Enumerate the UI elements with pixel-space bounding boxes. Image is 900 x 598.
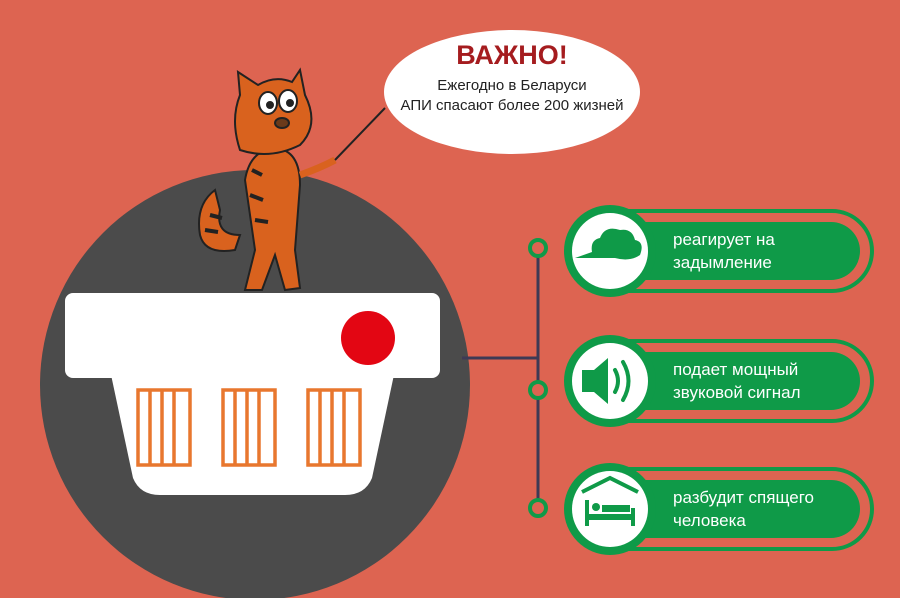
feature-text-line: подает мощный <box>673 360 798 379</box>
connector-lines <box>462 248 540 508</box>
bubble-line-2: АПИ спасают более 200 жизней <box>400 97 623 114</box>
bubble-title: ВАЖНО! <box>456 40 568 70</box>
feature-sound: подает мощный звуковой сигнал <box>564 335 874 427</box>
smoke-detector <box>65 293 440 495</box>
bubble-line-1: Ежегодно в Беларуси <box>437 77 586 94</box>
speech-bubble: ВАЖНО! Ежегодно в Беларуси АПИ спасают б… <box>384 30 640 154</box>
feature-text-line: человека <box>673 511 746 530</box>
feature-wake: разбудит спящего человека <box>564 463 874 555</box>
feature-text-line: задымление <box>673 253 772 272</box>
alarm-indicator-light <box>341 311 395 365</box>
speaker-icon <box>582 358 631 404</box>
detector-vents <box>136 388 362 467</box>
feature-text-line: реагирует на <box>673 230 775 249</box>
connector-dots <box>528 238 548 518</box>
feature-text-line: звуковой сигнал <box>673 383 801 402</box>
smoke-cloud-icon <box>575 228 642 260</box>
sleeping-person-icon <box>581 475 639 526</box>
cat-mascot-illustration <box>198 67 386 292</box>
feature-smoke: реагирует на задымление <box>564 205 874 297</box>
feature-text-line: разбудит спящего <box>673 488 814 507</box>
